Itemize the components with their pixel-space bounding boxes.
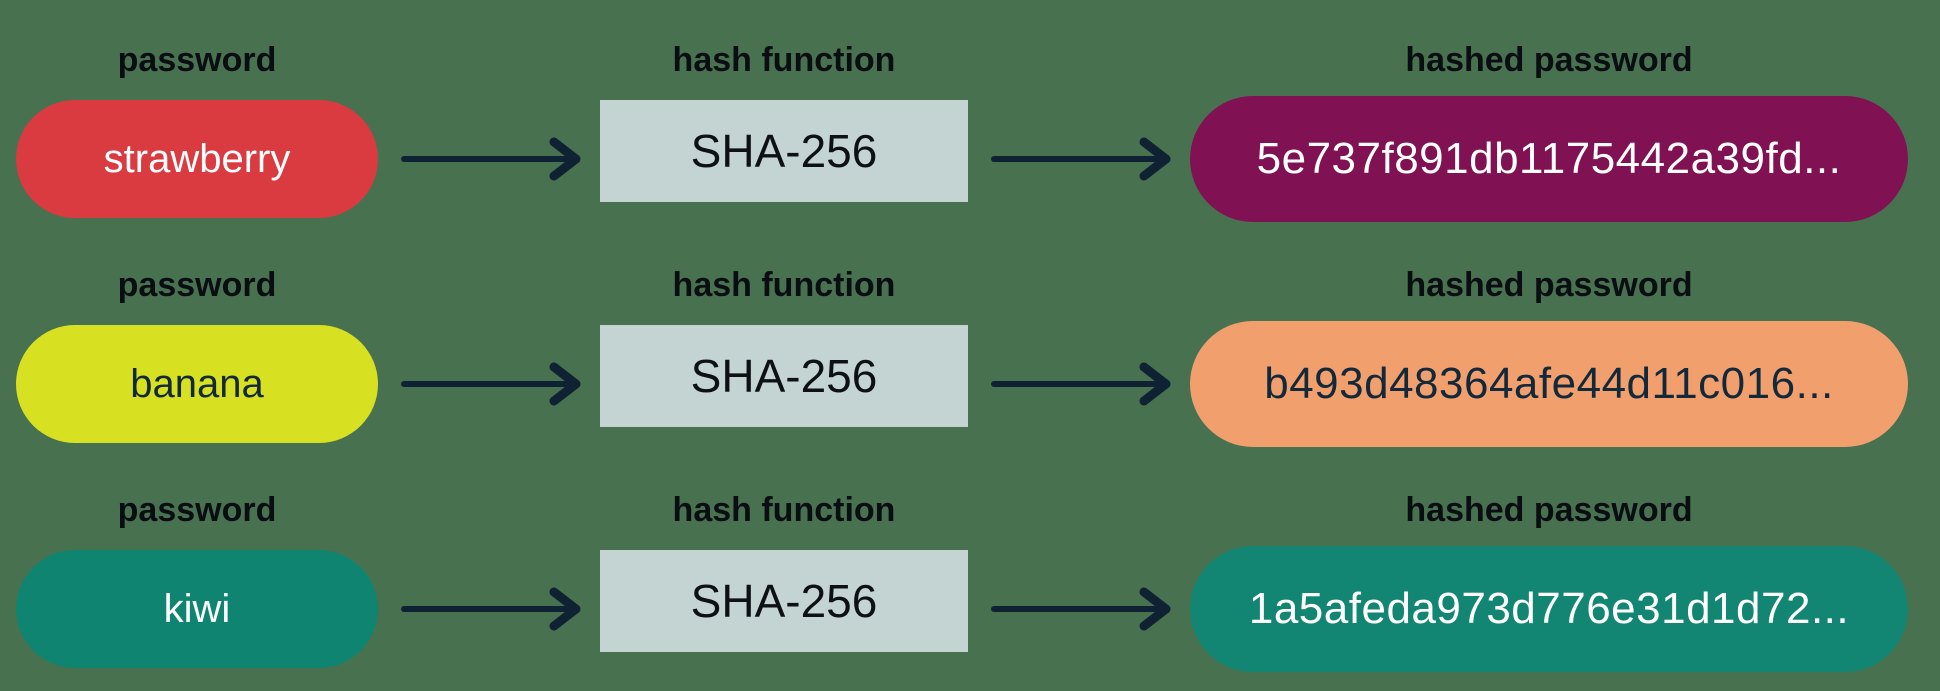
- hash-function-box: SHA-256: [600, 100, 968, 202]
- hash-function-label: hash function: [672, 266, 896, 304]
- arrow-cell: [968, 587, 1190, 631]
- hash-flow-row: password strawberry hash function SHA-25…: [16, 40, 1940, 222]
- arrow-right-icon: [991, 137, 1171, 181]
- hashed-password-text: 1a5afeda973d776e31d1d72...: [1248, 584, 1850, 633]
- arrow-cell: [968, 362, 1190, 406]
- hash-function-label: hash function: [672, 41, 896, 79]
- hash-flow-row: password banana hash function SHA-256 ha: [16, 265, 1940, 447]
- hash-function-text: SHA-256: [690, 125, 878, 177]
- hashed-password-pill: 5e737f891db1175442a39fd...: [1190, 96, 1908, 222]
- password-label: password: [117, 41, 277, 79]
- hashed-password-label: hashed password: [1405, 491, 1693, 529]
- hashed-password-text: 5e737f891db1175442a39fd...: [1256, 134, 1842, 183]
- password-text: strawberry: [103, 136, 291, 181]
- hash-function-column: hash function SHA-256: [600, 490, 968, 652]
- hashed-password-label: hashed password: [1405, 41, 1693, 79]
- arrow-cell: [378, 137, 600, 181]
- password-pill: strawberry: [16, 100, 378, 218]
- password-label: password: [117, 491, 277, 529]
- password-label: password: [117, 266, 277, 304]
- hashed-password-column: hashed password 1a5afeda973d776e31d1d72.…: [1190, 490, 1908, 672]
- arrow-cell: [378, 362, 600, 406]
- arrow-right-icon: [991, 587, 1171, 631]
- hash-function-text: SHA-256: [690, 350, 878, 402]
- hash-function-box: SHA-256: [600, 550, 968, 652]
- hashed-password-label: hashed password: [1405, 266, 1693, 304]
- password-column: password kiwi: [16, 490, 378, 668]
- arrow-right-icon: [991, 362, 1171, 406]
- arrow-right-icon: [401, 362, 581, 406]
- hash-flow-row: password kiwi hash function SHA-256 hash: [16, 490, 1940, 672]
- arrow-right-icon: [401, 587, 581, 631]
- arrow-right-icon: [401, 137, 581, 181]
- hash-function-label: hash function: [672, 491, 896, 529]
- hashed-password-text: b493d48364afe44d11c016...: [1264, 359, 1834, 408]
- password-text: kiwi: [163, 586, 231, 631]
- hashed-password-pill: 1a5afeda973d776e31d1d72...: [1190, 546, 1908, 672]
- hashed-password-column: hashed password b493d48364afe44d11c016..…: [1190, 265, 1908, 447]
- arrow-cell: [378, 587, 600, 631]
- password-pill: kiwi: [16, 550, 378, 668]
- hash-function-column: hash function SHA-256: [600, 40, 968, 202]
- hash-function-column: hash function SHA-256: [600, 265, 968, 427]
- hashed-password-pill: b493d48364afe44d11c016...: [1190, 321, 1908, 447]
- password-text: banana: [130, 361, 264, 406]
- hash-function-box: SHA-256: [600, 325, 968, 427]
- password-column: password banana: [16, 265, 378, 443]
- hash-function-text: SHA-256: [690, 575, 878, 627]
- hashed-password-column: hashed password 5e737f891db1175442a39fd.…: [1190, 40, 1908, 222]
- password-column: password strawberry: [16, 40, 378, 218]
- password-pill: banana: [16, 325, 378, 443]
- arrow-cell: [968, 137, 1190, 181]
